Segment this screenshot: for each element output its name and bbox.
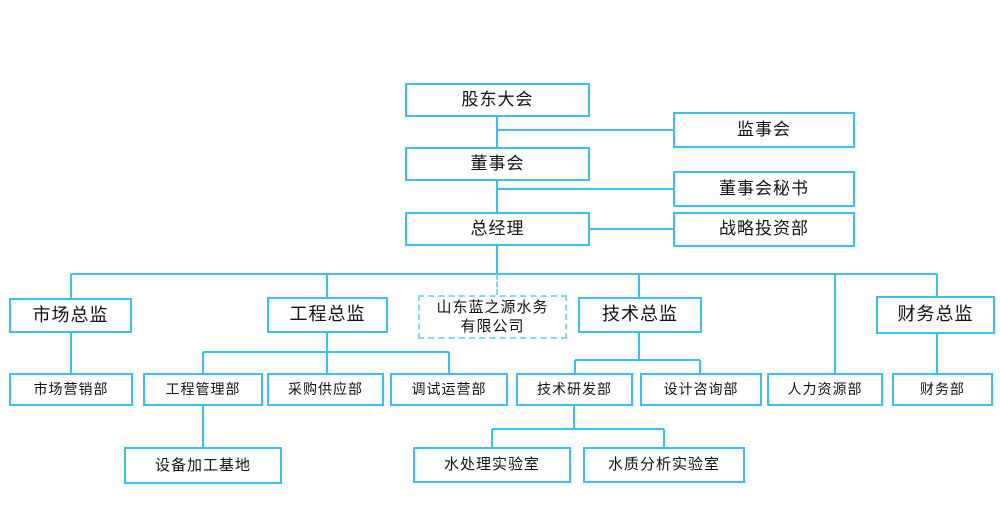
- org-node-design-consulting-dept: 设计咨询部: [640, 373, 762, 406]
- connector-spine-gm-to-mainline: [496, 246, 498, 274]
- connector-drop-engineering-director: [326, 274, 328, 297]
- org-node-finance-director: 财务总监: [876, 296, 995, 334]
- org-node-marketing-dept: 市场营销部: [9, 373, 133, 406]
- connector-drop-commissioning-operations: [448, 352, 450, 373]
- connector-engineering-subline: [203, 351, 449, 353]
- org-node-strategic-investment-dept: 战略投资部: [673, 212, 855, 247]
- org-node-procurement-supply-dept: 采购供应部: [267, 373, 384, 406]
- org-node-equipment-processing-base: 设备加工基地: [124, 447, 282, 484]
- org-node-supervisory-board: 监事会: [673, 112, 855, 148]
- connector-branch-to-supervisory-board: [497, 129, 673, 131]
- connector-drop-tech-rd: [574, 360, 576, 373]
- org-node-hr-dept: 人力资源部: [767, 373, 883, 406]
- org-node-shareholders-meeting: 股东大会: [405, 83, 590, 117]
- org-node-commissioning-operations-dept: 调试运营部: [390, 373, 508, 406]
- org-node-engineering-director: 工程总监: [267, 297, 388, 333]
- connector-spine-board-to-gm: [496, 181, 498, 212]
- connector-tech-rd-down: [573, 406, 575, 429]
- connector-labs-subline: [492, 428, 664, 430]
- connector-drop-marketing-director: [70, 274, 72, 298]
- org-node-technical-director: 技术总监: [578, 297, 702, 333]
- connector-engineering-director-down: [326, 333, 328, 373]
- connector-drop-water-treatment-lab: [491, 429, 493, 447]
- org-node-finance-dept: 财务部: [892, 373, 993, 406]
- connector-branch-to-strategic-investment: [590, 228, 673, 230]
- connector-drop-company-name: [496, 274, 498, 295]
- connector-engineering-mgmt-to-base: [202, 406, 204, 447]
- connector-drop-design-consulting: [699, 360, 701, 373]
- org-node-marketing-director: 市场总监: [9, 298, 132, 333]
- org-node-water-treatment-lab: 水处理实验室: [413, 447, 571, 483]
- connector-marketing-director-to-dept: [70, 333, 72, 373]
- connector-drop-water-quality-lab: [663, 429, 665, 447]
- connector-drop-hr-dept: [834, 274, 836, 373]
- connector-technical-subline: [575, 359, 700, 361]
- connector-drop-finance-director: [936, 274, 938, 296]
- connector-drop-technical-director: [638, 274, 640, 297]
- connector-drop-engineering-management: [202, 352, 204, 373]
- org-node-general-manager: 总经理: [405, 212, 590, 246]
- org-node-board-secretary: 董事会秘书: [673, 171, 855, 207]
- connector-spine-shareholders-to-board: [496, 117, 498, 147]
- org-node-water-quality-analysis-lab: 水质分析实验室: [583, 447, 745, 483]
- connector-main-distribution-line: [71, 273, 937, 275]
- org-node-company-name: 山东蓝之源水务 有限公司: [418, 295, 567, 339]
- connector-branch-to-board-secretary: [497, 188, 673, 190]
- connector-finance-director-to-dept: [936, 334, 938, 373]
- connector-technical-director-down: [638, 333, 640, 360]
- org-node-engineering-management-dept: 工程管理部: [143, 373, 263, 406]
- org-node-board-of-directors: 董事会: [405, 147, 590, 181]
- org-node-tech-rd-dept: 技术研发部: [516, 373, 633, 406]
